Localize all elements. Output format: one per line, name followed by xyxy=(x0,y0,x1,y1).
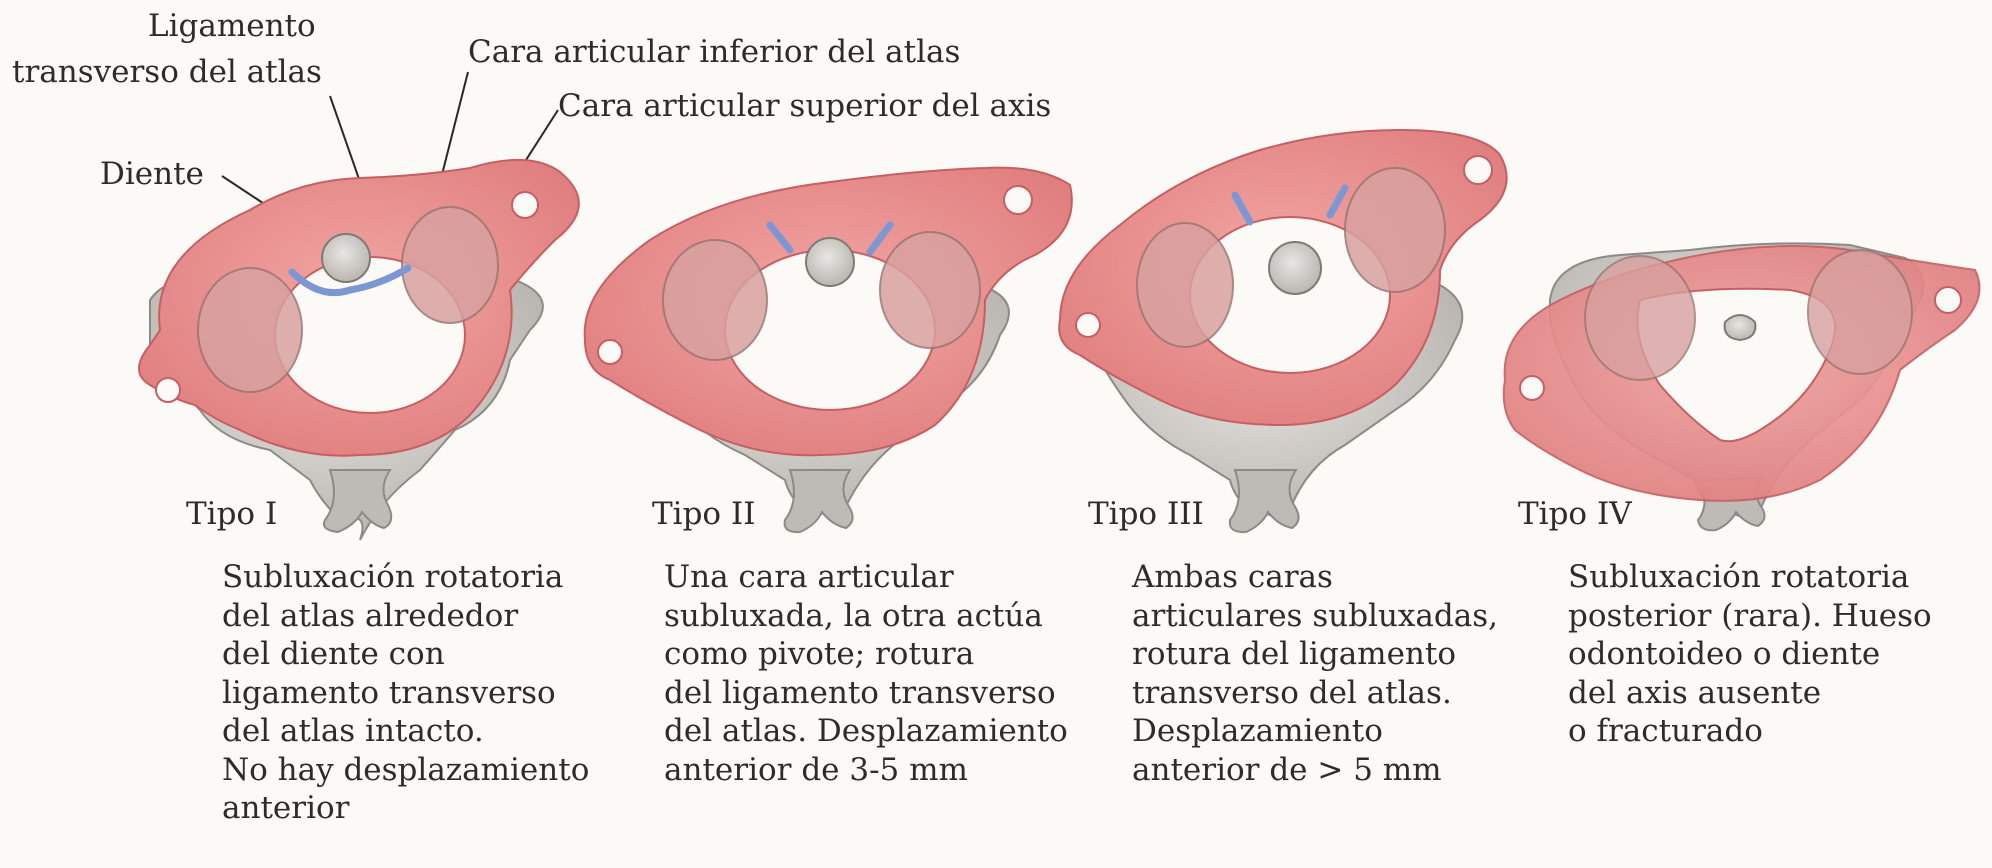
transverse-foramen-2b xyxy=(598,340,622,364)
tipo-3-label: Tipo III xyxy=(1088,496,1204,532)
tipo-4-line: Subluxación rotatoria xyxy=(1568,558,1932,597)
tipo-4-label: Tipo IV xyxy=(1518,496,1632,532)
tipo-1-label: Tipo I xyxy=(186,496,277,532)
dens-3 xyxy=(1269,242,1321,294)
transverse-foramen-4 xyxy=(1935,287,1961,313)
transverse-foramen-1 xyxy=(512,192,538,218)
facet-4a xyxy=(1585,256,1695,380)
tipo-4-line: posterior (rara). Hueso xyxy=(1568,597,1932,636)
transverse-foramen-3b xyxy=(1076,313,1100,337)
tipo-3-line: Ambas caras xyxy=(1132,558,1498,597)
tipo-3-line: articulares subluxadas, xyxy=(1132,597,1498,636)
facet-1a xyxy=(198,268,302,392)
facet-2b xyxy=(880,232,980,348)
tipo-1-line: Subluxación rotatoria xyxy=(222,558,589,597)
tipo-2-line: del ligamento transverso xyxy=(664,674,1068,713)
dens-4 xyxy=(1725,315,1756,340)
tipo-1-line: ligamento transverso xyxy=(222,674,589,713)
vertebra-tipo-3 xyxy=(1059,130,1507,532)
tipo-1-line: No hay desplazamiento xyxy=(222,751,589,790)
tipo-2-description: Una cara articular subluxada, la otra ac… xyxy=(664,558,1068,789)
facet-4b xyxy=(1808,250,1912,374)
spinous-process-2 xyxy=(785,470,853,532)
dens-1 xyxy=(322,234,370,282)
vertebra-tipo-2 xyxy=(585,168,1072,532)
tipo-4-description: Subluxación rotatoria posterior (rara). … xyxy=(1568,558,1932,751)
tipo-4-line: del axis ausente xyxy=(1568,674,1932,713)
vertebra-tipo-1 xyxy=(139,160,579,540)
facet-3a xyxy=(1137,223,1233,347)
transverse-foramen-4b xyxy=(1520,376,1544,400)
tipo-3-description: Ambas caras articulares subluxadas, rotu… xyxy=(1132,558,1498,789)
tipo-2-line: subluxada, la otra actúa xyxy=(664,597,1068,636)
facet-3b xyxy=(1345,168,1445,292)
tipo-1-line: del atlas intacto. xyxy=(222,712,589,751)
tipo-3-line: transverso del atlas. xyxy=(1132,674,1498,713)
transverse-foramen-3 xyxy=(1464,156,1492,184)
transverse-foramen-2 xyxy=(1004,186,1032,214)
tipo-1-line: del diente con xyxy=(222,635,589,674)
tipo-2-label: Tipo II xyxy=(652,496,755,532)
tipo-4-line: o fracturado xyxy=(1568,712,1932,751)
tipo-1-line: anterior xyxy=(222,789,589,828)
transverse-foramen-1b xyxy=(156,378,180,402)
tipo-3-line: rotura del ligamento xyxy=(1132,635,1498,674)
tipo-2-line: Una cara articular xyxy=(664,558,1068,597)
tipo-1-description: Subluxación rotatoria del atlas alrededo… xyxy=(222,558,589,828)
tipo-4-line: odontoideo o diente xyxy=(1568,635,1932,674)
tipo-2-line: anterior de 3-5 mm xyxy=(664,751,1068,790)
vertebra-tipo-4 xyxy=(1504,243,1980,530)
spinous-process-1 xyxy=(324,470,391,532)
tipo-1-line: del atlas alrededor xyxy=(222,597,589,636)
spinous-process-3 xyxy=(1230,470,1299,532)
tipo-2-line: del atlas. Desplazamiento xyxy=(664,712,1068,751)
facet-2a xyxy=(663,240,767,360)
facet-1b xyxy=(402,207,498,323)
tipo-2-line: como pivote; rotura xyxy=(664,635,1068,674)
tipo-3-line: anterior de > 5 mm xyxy=(1132,751,1498,790)
dens-2 xyxy=(806,238,854,286)
tipo-3-line: Desplazamiento xyxy=(1132,712,1498,751)
